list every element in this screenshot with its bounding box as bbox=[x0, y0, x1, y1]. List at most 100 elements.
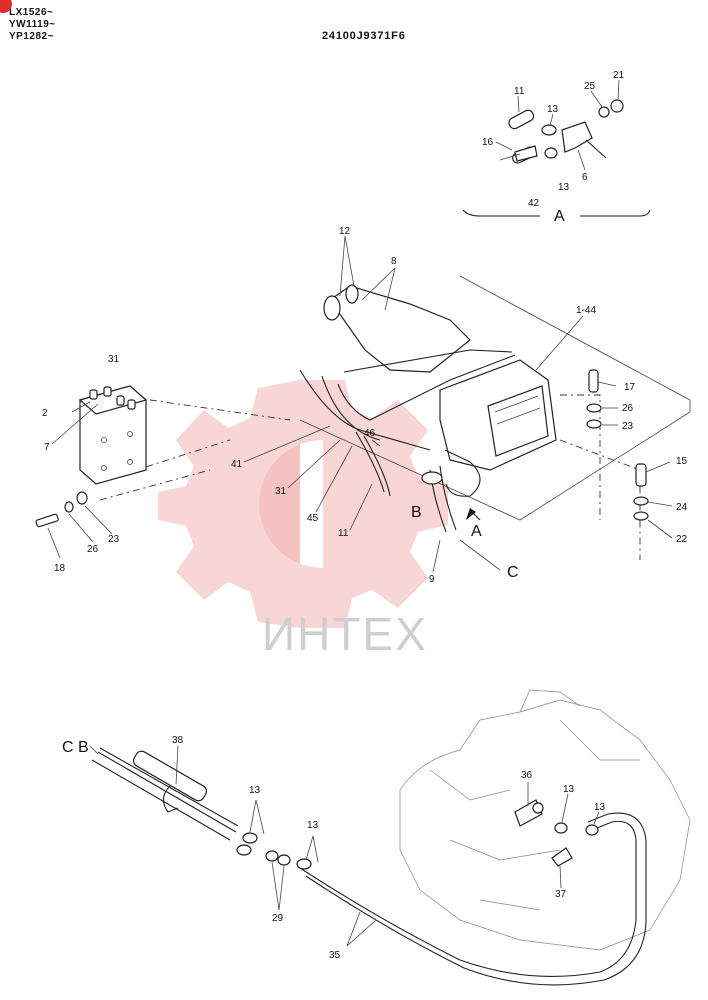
callout-2: 2 bbox=[42, 408, 48, 419]
callout-22: 22 bbox=[676, 534, 688, 545]
fitting-37 bbox=[551, 847, 573, 867]
callout-37: 37 bbox=[555, 889, 567, 900]
part-code: 24100J9371F6 bbox=[322, 30, 406, 42]
callout-13-detail: 13 bbox=[558, 182, 570, 193]
callout-35: 35 bbox=[329, 950, 341, 961]
callout-13-l2: 13 bbox=[307, 820, 319, 831]
callout-11: 11 bbox=[514, 86, 525, 97]
callout-23-right: 23 bbox=[622, 421, 634, 432]
duct-end-12 bbox=[323, 295, 341, 321]
clamp-13-a bbox=[242, 832, 258, 844]
clamp-13 bbox=[541, 124, 557, 136]
callout-38: 38 bbox=[172, 735, 184, 746]
callout-6: 6 bbox=[582, 172, 588, 183]
hose-11 bbox=[355, 431, 385, 493]
serial-line-2: YW1119~ bbox=[9, 19, 56, 30]
nut-21 bbox=[610, 99, 624, 113]
callout-16: 16 bbox=[482, 137, 494, 148]
wire-6 bbox=[585, 139, 607, 159]
callout-12: 12 bbox=[339, 226, 351, 237]
detail-a-group bbox=[462, 99, 651, 217]
callout-45: 45 bbox=[307, 513, 319, 524]
watermark-logo bbox=[158, 380, 448, 628]
bolt-18 bbox=[35, 513, 59, 528]
lock-washer-26 bbox=[64, 501, 74, 513]
callout-26-left: 26 bbox=[87, 544, 99, 555]
callout-15: 15 bbox=[676, 456, 688, 467]
callout-23-left: 23 bbox=[108, 534, 120, 545]
callout-18: 18 bbox=[54, 563, 66, 574]
detail-title-a: A bbox=[554, 208, 565, 225]
pipe-35 bbox=[299, 812, 647, 986]
watermark-text: ИНТЕХ bbox=[262, 608, 428, 660]
serial-line-3: YP1282~ bbox=[9, 31, 54, 42]
detail-bracket bbox=[462, 209, 651, 217]
clamp-lower bbox=[544, 147, 558, 159]
terminal-3 bbox=[116, 395, 125, 406]
hose-piece-11 bbox=[508, 109, 535, 130]
callout-24: 24 bbox=[676, 502, 688, 513]
callout-13-r1: 13 bbox=[563, 784, 575, 795]
tee-fitting-6 bbox=[561, 121, 593, 153]
washer-25 bbox=[598, 106, 610, 118]
callout-13-r2: 13 bbox=[594, 802, 606, 813]
clamp-13-c bbox=[296, 858, 312, 870]
clamp-13-r1 bbox=[554, 822, 568, 834]
engine-outline bbox=[399, 689, 691, 951]
callout-25: 25 bbox=[584, 81, 596, 92]
callout-46: 46 bbox=[364, 428, 376, 439]
corner-badge bbox=[0, 0, 12, 13]
clamp-13-b bbox=[236, 844, 252, 856]
washer-23-right bbox=[586, 419, 602, 429]
callout-13: 13 bbox=[547, 104, 559, 115]
heater-assembly bbox=[299, 275, 691, 533]
terminal-2 bbox=[103, 386, 112, 397]
callout-41: 41 bbox=[231, 459, 243, 470]
pipe-38 bbox=[89, 745, 239, 841]
terminal-4 bbox=[127, 399, 136, 410]
heater-front-panel bbox=[487, 385, 549, 457]
wire-loop bbox=[444, 449, 481, 497]
washer-22 bbox=[633, 511, 649, 521]
clamp-13-r2 bbox=[585, 824, 599, 836]
fitting-29-b bbox=[277, 854, 291, 866]
washer-23 bbox=[76, 491, 88, 505]
view-ref-a: A bbox=[471, 523, 482, 540]
callout-42: 42 bbox=[528, 198, 540, 209]
bolt-16 bbox=[514, 145, 538, 162]
callout-8: 8 bbox=[391, 256, 397, 267]
sheath-38 bbox=[132, 750, 208, 802]
line-45 bbox=[337, 354, 516, 421]
callout-11-mid: 11 bbox=[338, 528, 349, 539]
callout-13-l1: 13 bbox=[249, 785, 261, 796]
terminal-1 bbox=[89, 389, 98, 400]
callout-labels: 11 13 25 21 16 6 13 42 A 12 8 1-44 31 2 … bbox=[42, 70, 688, 961]
bolt-15 bbox=[635, 463, 647, 487]
serial-line-1: LX1526~ bbox=[9, 7, 54, 18]
bolt-17 bbox=[588, 369, 599, 393]
line-31 bbox=[321, 375, 381, 441]
lock-washer-26-right bbox=[586, 403, 602, 413]
callout-1-44: 1-44 bbox=[576, 305, 596, 316]
callout-29: 29 bbox=[272, 913, 284, 924]
view-ref-cb: C B bbox=[62, 739, 89, 756]
callout-7: 7 bbox=[44, 442, 50, 453]
fitting-29-a bbox=[265, 850, 279, 862]
view-ref-b: B bbox=[411, 504, 422, 521]
duct-clamp-12 bbox=[345, 284, 359, 304]
line-46 bbox=[343, 349, 513, 373]
callout-17: 17 bbox=[624, 382, 636, 393]
view-arrow-a bbox=[466, 508, 476, 520]
callout-36: 36 bbox=[521, 770, 533, 781]
callout-9: 9 bbox=[429, 574, 435, 585]
view-ref-c: C bbox=[507, 564, 519, 581]
relay-box-2 bbox=[78, 385, 148, 415]
line-41 bbox=[299, 369, 431, 451]
callout-21: 21 bbox=[613, 70, 625, 81]
callout-31-mid: 31 bbox=[275, 486, 287, 497]
clamp-ring bbox=[421, 471, 443, 485]
lock-washer-24 bbox=[633, 496, 649, 506]
callout-31-left: 31 bbox=[108, 354, 120, 365]
